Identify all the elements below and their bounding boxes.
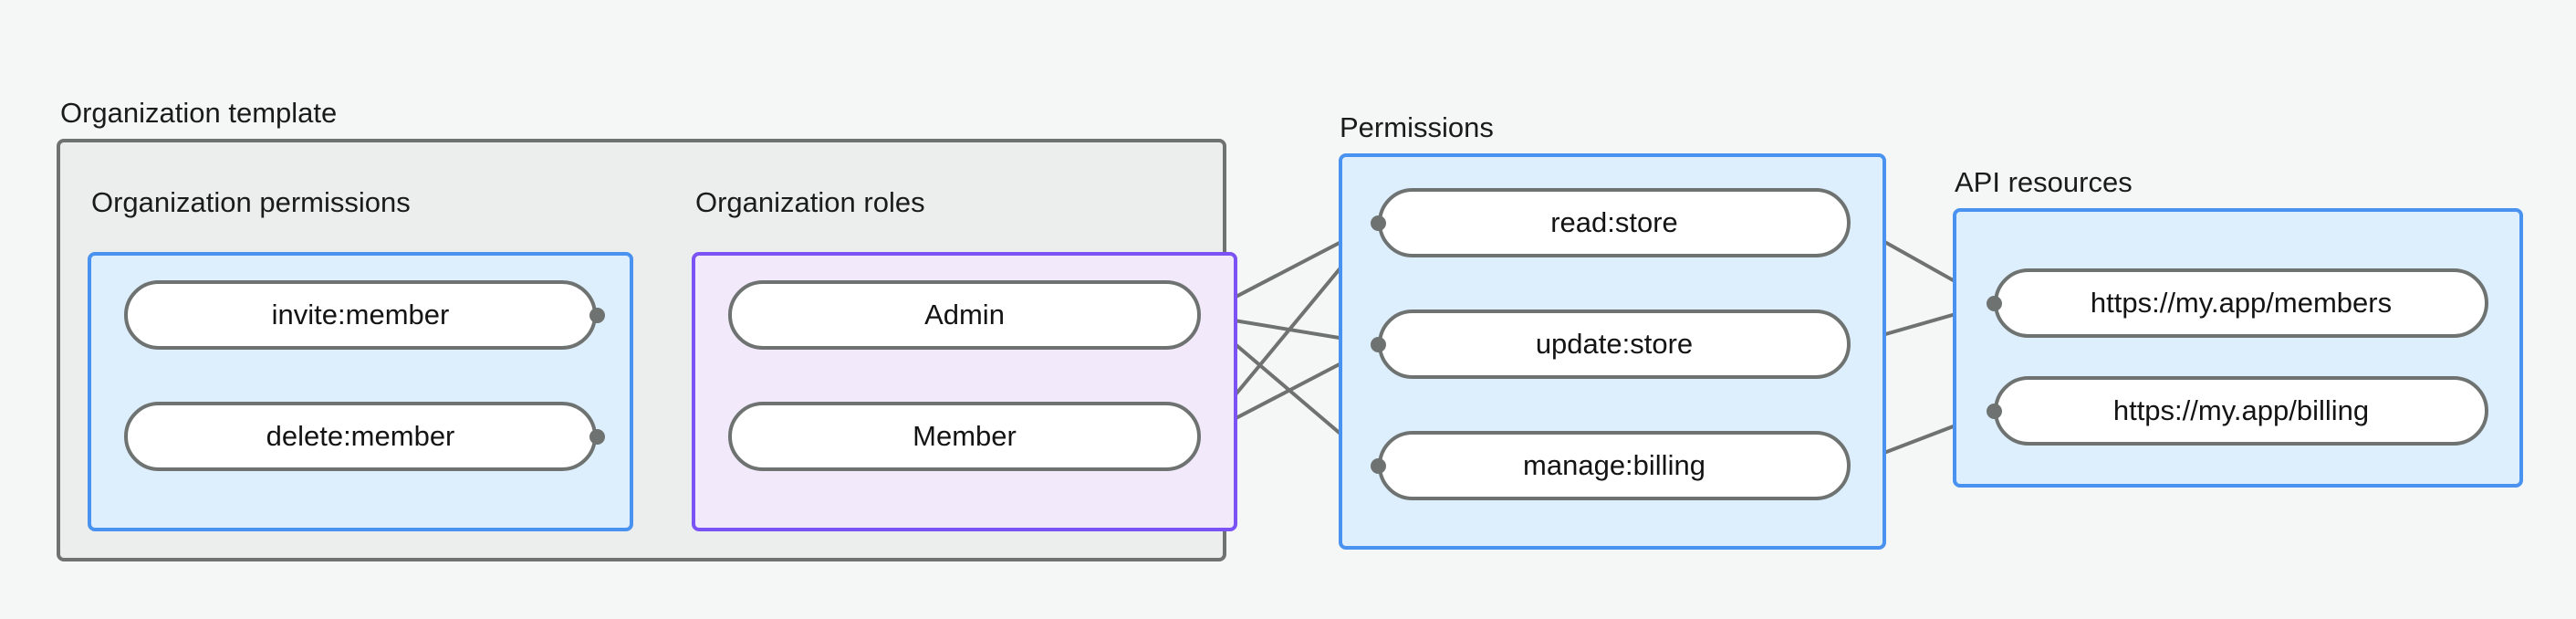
caption-api-resources: API resources [1955,166,2133,198]
node-label: https://my.app/members [2090,287,2393,319]
node-invite-member[interactable]: invite:member [124,280,597,350]
connector-dot-update-store [1370,336,1386,352]
connector-dot-delete-member [589,428,605,445]
caption-permissions: Permissions [1340,111,1494,143]
node-my-app-members[interactable]: https://my.app/members [1994,268,2488,338]
node-read-store[interactable]: read:store [1378,188,1851,257]
caption-organization-permissions: Organization permissions [91,186,411,218]
node-manage-billing[interactable]: manage:billing [1378,431,1851,500]
node-label: https://my.app/billing [2112,394,2370,426]
connector-dot-manage-billing [1370,457,1386,474]
connector-dot-my-app-billing [1986,403,2002,419]
node-label: read:store [1550,206,1678,238]
connector-dot-my-app-members [1986,295,2002,311]
caption-organization-template: Organization template [60,97,338,129]
node-member[interactable]: Member [728,402,1201,471]
group-api-resources [1953,208,2523,488]
node-delete-member[interactable]: delete:member [124,402,597,471]
node-my-app-billing[interactable]: https://my.app/billing [1994,376,2488,446]
node-update-store[interactable]: update:store [1378,310,1851,379]
node-label: Admin [924,299,1005,330]
node-label: delete:member [266,420,455,452]
connector-dot-read-store [1370,215,1386,231]
node-admin[interactable]: Admin [728,280,1201,350]
node-label: invite:member [271,299,450,330]
caption-organization-roles: Organization roles [695,186,925,218]
node-label: Member [913,420,1017,452]
node-label: manage:billing [1523,449,1705,481]
connector-dot-invite-member [589,307,605,323]
node-label: update:store [1535,328,1694,360]
